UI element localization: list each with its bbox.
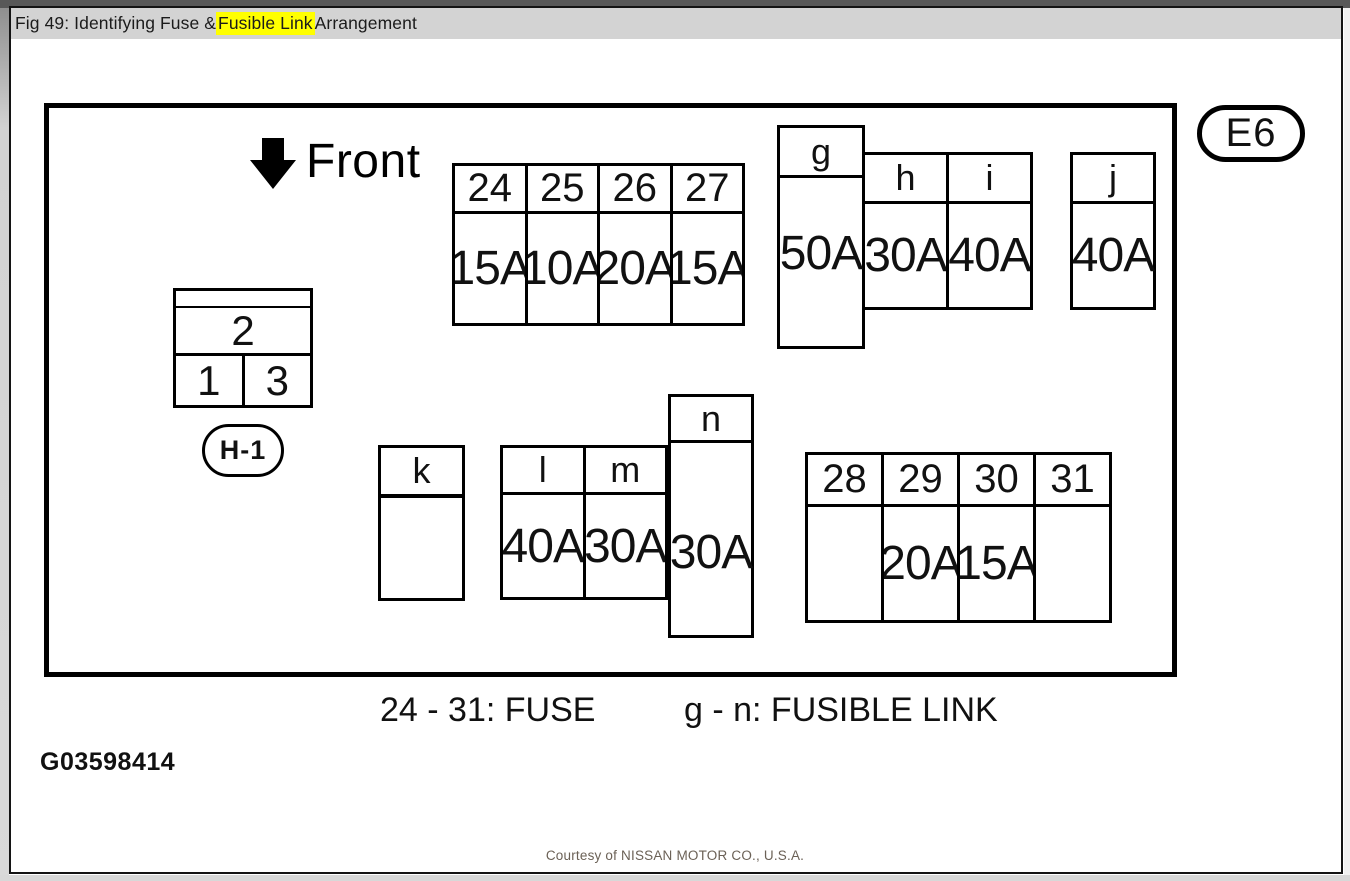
front-label: Front	[306, 135, 421, 188]
window-top-strip	[0, 0, 1350, 8]
link-rating-k	[381, 498, 462, 598]
fuse-table-24-27: 24 25 26 27 15A 10A 20A 15A	[452, 163, 745, 326]
fuse-number-25: 25	[528, 166, 600, 211]
front-arrow-icon	[250, 138, 296, 189]
link-rating-h: 30A	[865, 204, 949, 307]
link-letter-g: g	[780, 128, 862, 178]
relay-block-213: 2 1 3	[173, 288, 313, 408]
fuse-number-28: 28	[808, 455, 884, 504]
courtesy-note: Courtesy of NISSAN MOTOR CO., U.S.A.	[545, 848, 805, 863]
fuse-number-30: 30	[960, 455, 1036, 504]
figure-id: G03598414	[40, 748, 176, 776]
fuse-rating-31	[1036, 507, 1109, 620]
figure-title-highlight: Fusible Link	[216, 12, 315, 35]
fusible-link-j: j 40A	[1070, 152, 1156, 310]
link-rating-l: 40A	[503, 495, 586, 597]
fuse-rating-29: 20A	[884, 507, 960, 620]
figure-title-prefix: Fig 49: Identifying Fuse &	[15, 13, 217, 33]
fuse-rating-26: 20A	[600, 214, 673, 323]
fuse-table-28-31: 28 29 30 31 20A 15A	[805, 452, 1112, 623]
link-letter-k: k	[381, 448, 462, 498]
fusible-link-g: g 50A	[777, 125, 865, 349]
link-letter-m: m	[610, 449, 641, 490]
fuse-number-31: 31	[1050, 457, 1095, 501]
grid-ref-e6: E6	[1197, 105, 1305, 162]
fuse-rating-28	[808, 507, 884, 620]
relay-position-1: 1	[176, 356, 245, 405]
legend-fusible-link: g - n: FUSIBLE LINK	[684, 691, 998, 729]
link-letter-i: i	[985, 157, 994, 198]
fuse-number-24: 24	[455, 166, 528, 211]
fusible-link-table-hi: h i 30A 40A	[862, 152, 1033, 310]
relay-block-top-strip	[176, 291, 310, 308]
link-rating-m: 30A	[585, 519, 666, 573]
fuse-rating-27: 15A	[672, 242, 743, 295]
link-rating-g: 50A	[779, 227, 863, 280]
fuse-number-29: 29	[884, 455, 960, 504]
fuse-rating-24: 15A	[455, 214, 528, 323]
window-bottom-strip	[0, 875, 1350, 881]
link-letter-h: h	[865, 155, 949, 201]
connector-h1: H-1	[202, 424, 284, 477]
link-rating-j: 40A	[1071, 229, 1155, 282]
page-left-margin	[0, 8, 9, 881]
fuse-rating-30: 15A	[960, 507, 1036, 620]
relay-position-2: 2	[176, 307, 310, 356]
link-rating-i: 40A	[949, 229, 1030, 282]
link-letter-n: n	[671, 397, 751, 443]
fuse-number-27: 27	[685, 166, 730, 210]
link-letter-j: j	[1073, 155, 1153, 204]
figure-title-bar: Fig 49: Identifying Fuse & Fusible Link …	[11, 8, 1341, 39]
page-right-margin	[1344, 8, 1350, 881]
relay-position-3: 3	[265, 356, 289, 404]
fuse-rating-25: 10A	[528, 214, 600, 323]
link-rating-n: 30A	[669, 526, 753, 579]
fusible-link-k: k	[378, 445, 465, 601]
fusible-link-table-lm: l m 40A 30A	[500, 445, 668, 600]
legend-fuse: 24 - 31: FUSE	[380, 691, 596, 729]
figure-title-suffix: Arrangement	[314, 13, 417, 33]
fuse-number-26: 26	[600, 166, 673, 211]
fusible-link-n: n 30A	[668, 394, 754, 638]
link-letter-l: l	[503, 448, 586, 492]
